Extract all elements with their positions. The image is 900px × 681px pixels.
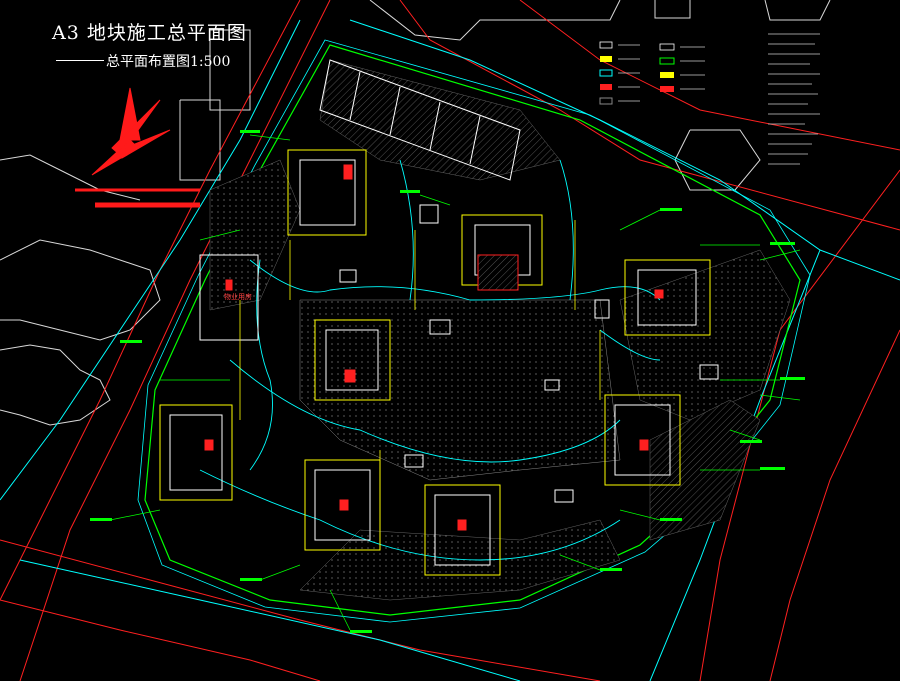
internal-roads (199, 159, 661, 561)
utility-lines (239, 220, 601, 480)
building-row-north (319, 59, 521, 181)
drawing-subtitle: 总平面布置图1:500 (106, 54, 231, 70)
building-7 (304, 459, 381, 551)
building-4 (314, 319, 391, 401)
buildings (159, 59, 719, 576)
building-2 (461, 214, 543, 291)
building-3 (624, 259, 711, 336)
building-west (199, 254, 259, 341)
building-1 (287, 149, 367, 236)
building-6 (604, 394, 681, 486)
north-arrow-icon (75, 87, 200, 208)
west-building-label: 物业用房 (224, 293, 252, 301)
small-structures (339, 204, 719, 503)
building-5 (159, 404, 233, 501)
drawing-title: A3 地块施工总平面图 (52, 22, 247, 44)
title-underline (56, 60, 104, 61)
annotation-leaders (109, 134, 801, 631)
building-8 (424, 484, 501, 576)
legend-block (599, 33, 820, 165)
green-tags (90, 130, 805, 633)
